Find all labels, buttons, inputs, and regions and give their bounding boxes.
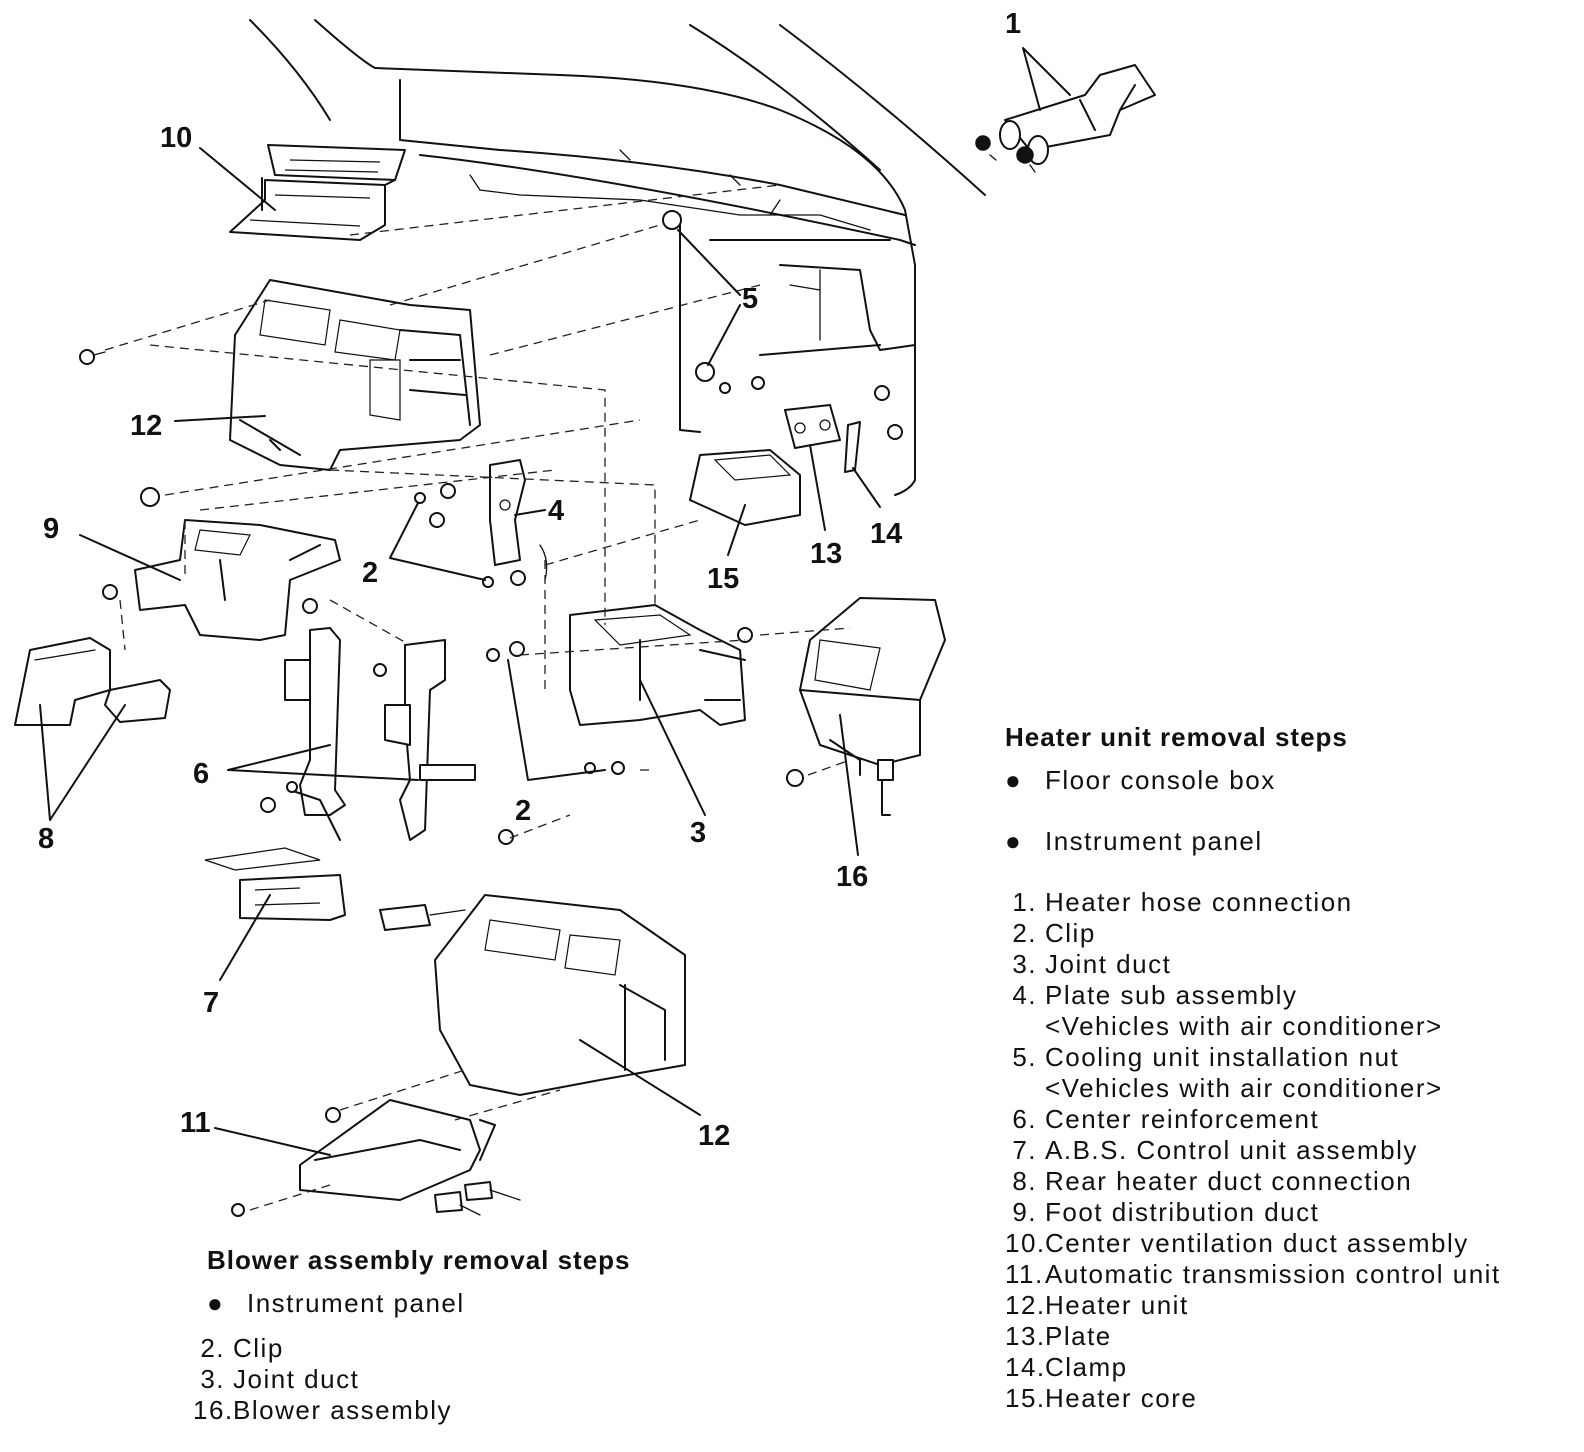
instrument-panel-outline bbox=[249, 19, 986, 496]
list-item: 5.Cooling unit installation nut bbox=[1012, 1042, 1400, 1072]
callout-3: 3 bbox=[690, 817, 706, 849]
joint-duct-illustration bbox=[569, 604, 746, 726]
callout-7: 7 bbox=[203, 987, 219, 1019]
heater-core-illustration bbox=[689, 449, 801, 526]
transmission-control-unit-illustration bbox=[299, 1099, 521, 1216]
list-item: 12.Heater unit bbox=[1005, 1290, 1189, 1320]
list-item: 3.Joint duct bbox=[1012, 949, 1172, 979]
plate-sub-assembly-illustration bbox=[489, 459, 548, 581]
callout-15: 15 bbox=[707, 563, 739, 595]
list-item-note: <Vehicles with air conditioner> bbox=[1045, 1011, 1443, 1041]
list-item: 6.Center reinforcement bbox=[1012, 1104, 1320, 1134]
heater-bullet-2: ●Instrument panel bbox=[1005, 826, 1263, 856]
rear-heater-duct-illustration bbox=[14, 637, 171, 726]
blower-assembly-illustration bbox=[799, 597, 946, 816]
bullet-dot-icon: ● bbox=[207, 1288, 225, 1318]
foot-distribution-duct-illustration bbox=[134, 519, 341, 641]
list-item: 14.Clamp bbox=[1005, 1352, 1128, 1382]
heater-unit-upper-illustration bbox=[229, 279, 481, 471]
fasteners bbox=[79, 210, 903, 1217]
callout-12-upper: 12 bbox=[130, 410, 162, 442]
callout-4: 4 bbox=[548, 495, 564, 527]
plate-illustration bbox=[784, 404, 841, 449]
callout-2-upper: 2 bbox=[362, 557, 378, 589]
blower-assembly-steps: Blower assembly removal steps ●Instrumen… bbox=[193, 1245, 727, 1426]
heater-unit-steps: Heater unit removal steps ●Floor console… bbox=[1005, 722, 1575, 1414]
list-item: 11.Automatic transmission control unit bbox=[1005, 1259, 1501, 1289]
blower-steps-list: 2.Clip 3.Joint duct 16.Blower assembly bbox=[193, 1333, 727, 1426]
callout-14: 14 bbox=[870, 518, 902, 550]
heater-bullet-1: ●Floor console box bbox=[1005, 765, 1276, 795]
callout-labels: 1 10 12 5 4 9 2 15 13 14 6 8 2 3 16 7 11… bbox=[38, 8, 1021, 1152]
list-item: 2.Clip bbox=[200, 1333, 284, 1363]
list-item: 3.Joint duct bbox=[200, 1364, 360, 1394]
leader-lines bbox=[39, 47, 1071, 1156]
callout-5: 5 bbox=[742, 283, 758, 315]
heater-unit-lower-illustration bbox=[434, 894, 686, 1096]
callout-12-lower: 12 bbox=[698, 1120, 730, 1152]
callout-10: 10 bbox=[160, 122, 192, 154]
list-item: 7.A.B.S. Control unit assembly bbox=[1012, 1135, 1418, 1165]
callout-11: 11 bbox=[180, 1107, 211, 1139]
list-item: 4.Plate sub assembly bbox=[1012, 980, 1298, 1010]
bullet-dot-icon: ● bbox=[1005, 826, 1023, 856]
callout-1: 1 bbox=[1005, 8, 1021, 40]
callout-2-lower: 2 bbox=[515, 795, 531, 827]
heater-steps-list: 1.Heater hose connection 2.Clip 3.Joint … bbox=[1005, 887, 1575, 1414]
list-item: 10.Center ventilation duct assembly bbox=[1005, 1228, 1469, 1258]
abs-control-unit-illustration bbox=[204, 847, 466, 931]
heater-hose-illustration bbox=[975, 64, 1156, 173]
callout-13: 13 bbox=[810, 538, 842, 570]
blower-steps-title: Blower assembly removal steps bbox=[207, 1245, 631, 1275]
list-item: 16.Blower assembly bbox=[193, 1395, 453, 1425]
list-item: 2.Clip bbox=[1012, 918, 1096, 948]
list-item: 9.Foot distribution duct bbox=[1012, 1197, 1320, 1227]
center-reinforcement-illustration bbox=[284, 627, 476, 841]
blower-bullet-1: ●Instrument panel bbox=[207, 1288, 465, 1318]
callout-9: 9 bbox=[43, 513, 59, 545]
list-item: 1.Heater hose connection bbox=[1012, 887, 1353, 917]
callout-16: 16 bbox=[836, 861, 868, 893]
list-item-note: <Vehicles with air conditioner> bbox=[1045, 1073, 1443, 1103]
list-item: 15.Heater core bbox=[1005, 1383, 1198, 1413]
heater-steps-title: Heater unit removal steps bbox=[1005, 722, 1348, 752]
list-item: 8.Rear heater duct connection bbox=[1012, 1166, 1413, 1196]
list-item: 13.Plate bbox=[1005, 1321, 1112, 1351]
clamp-illustration bbox=[844, 421, 861, 473]
callout-6: 6 bbox=[193, 758, 209, 790]
installation-path-lines bbox=[104, 184, 851, 1211]
center-ventilation-duct-illustration bbox=[229, 144, 406, 241]
bullet-dot-icon: ● bbox=[1005, 765, 1023, 795]
callout-8: 8 bbox=[38, 823, 54, 855]
